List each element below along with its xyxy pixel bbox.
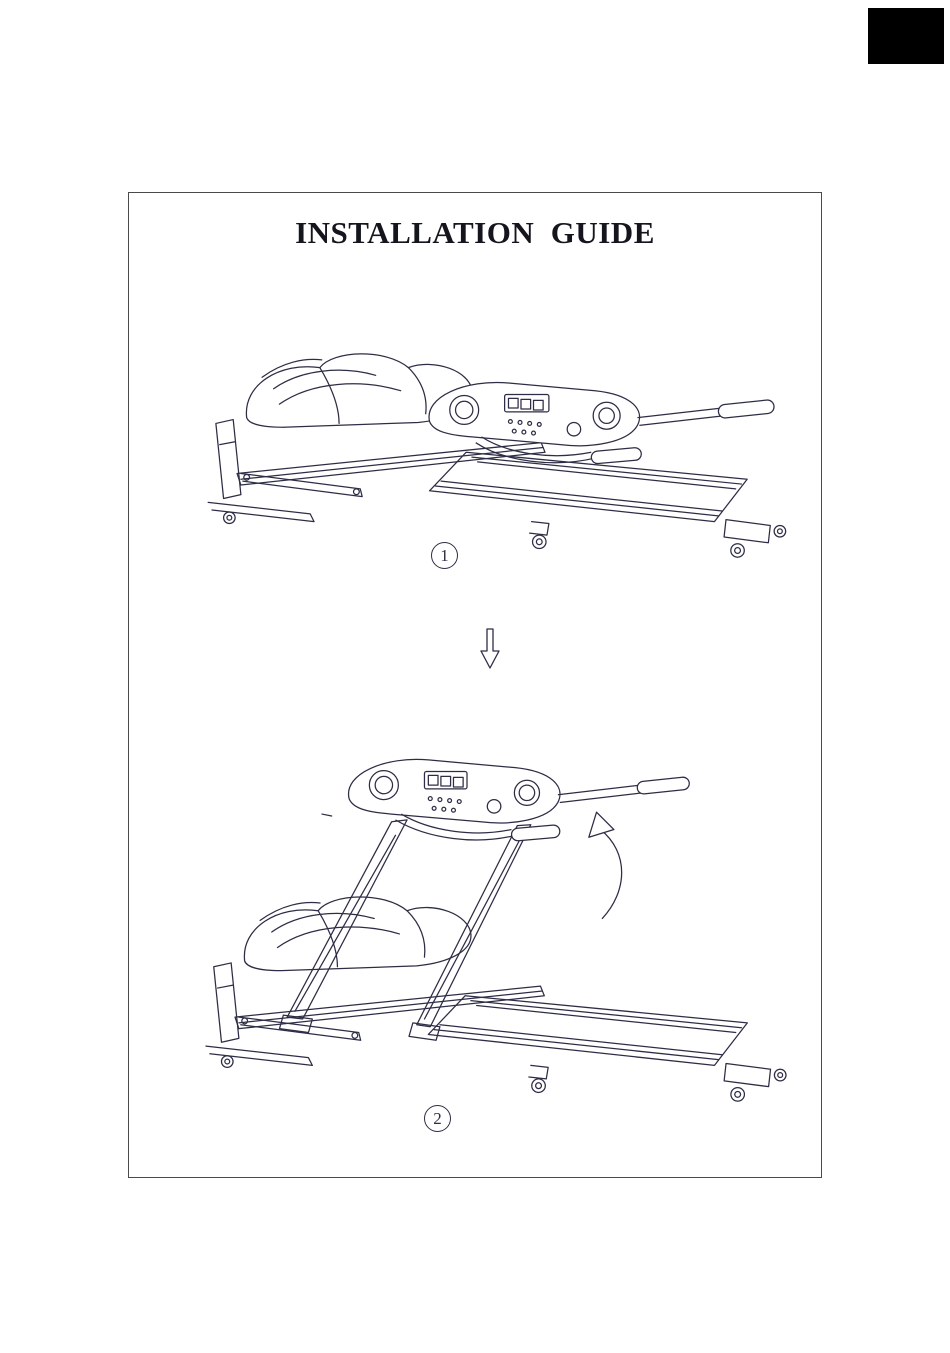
step-number-badge: 2 — [424, 1105, 451, 1132]
treadmill-raised-drawing — [205, 758, 787, 1102]
running-deck — [427, 995, 748, 1067]
installation-guide-panel: INSTALLATION GUIDE — [128, 192, 822, 1178]
page-corner-marker — [868, 8, 944, 64]
step-2-illustration — [185, 729, 807, 1135]
page-title: INSTALLATION GUIDE — [295, 215, 655, 250]
rear-cushion — [243, 896, 472, 972]
console-folded — [428, 381, 775, 465]
step-number-badge: 1 — [431, 542, 458, 569]
running-deck — [428, 451, 748, 523]
console-raised — [348, 758, 690, 842]
rear-cushion — [245, 353, 473, 428]
frame-base — [207, 418, 787, 558]
console-masts — [278, 819, 532, 1041]
down-arrow-icon — [478, 628, 502, 670]
stray-mark — [321, 813, 333, 817]
lift-arrow-icon — [588, 811, 623, 920]
treadmill-folded-drawing — [207, 353, 787, 558]
step-1-illustration — [187, 329, 803, 591]
frame-base — [205, 962, 787, 1102]
